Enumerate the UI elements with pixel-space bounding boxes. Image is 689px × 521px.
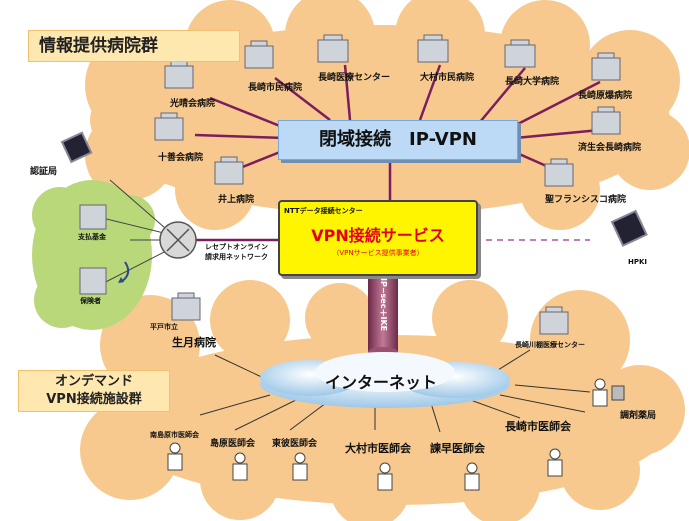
arrow-head-icon — [118, 277, 124, 283]
internet-cloud — [260, 352, 510, 408]
assoc-label-shimabara: 島原医師会 — [210, 439, 256, 449]
payer-fund-label: 支払基金 — [78, 233, 106, 241]
building-icon-iryo — [317, 34, 349, 63]
doctor-icon-shimabara — [232, 452, 248, 481]
router-icon — [159, 221, 197, 259]
receipt-network-label-2: 請求用ネットワーク — [205, 253, 268, 261]
building-icon-francisco — [544, 158, 574, 187]
doctor-icon-omura-assoc — [377, 462, 393, 491]
lower-group-title-line2: VPN接続施設群 — [46, 392, 142, 407]
building-icon-juzen — [154, 112, 184, 141]
payer-blob — [32, 180, 155, 330]
hospital-label-genbaku: 長崎原爆病院 — [578, 91, 633, 101]
lower-group-title: オンデマンド VPN接続施設群 — [18, 370, 170, 412]
building-icon-insurer — [79, 267, 107, 295]
receipt-network-label-1: レセプトオンライン — [205, 243, 268, 251]
building-icon-kawatana — [539, 306, 569, 335]
hospital-label-shimin: 長崎市民病院 — [248, 83, 303, 93]
insurer-label: 保険者 — [80, 297, 101, 305]
doctor-icon-higashisonogi — [292, 452, 308, 481]
hospital-label-iryo: 長崎医療センター — [318, 73, 391, 83]
hospital-label-omura: 大村市民病院 — [420, 73, 475, 83]
assoc-label-omura: 大村市医師会 — [345, 442, 411, 455]
ip-vpn-box: 閉域接続 IP-VPN — [278, 120, 518, 160]
internet-label: インターネット — [325, 373, 438, 392]
service-note: （VPNサービス提供事業者） — [332, 249, 424, 257]
building-icon-omura — [417, 34, 449, 63]
assoc-label-isahaya: 諫早医師会 — [430, 442, 485, 455]
vpn-service-box: NTTデータ接続センター VPN接続サービス （VPNサービス提供事業者） — [278, 200, 478, 276]
upper-group-title: 情報提供病院群 — [28, 30, 240, 62]
building-icon-shimin — [244, 40, 274, 69]
hirado-prefix-label: 平戸市立 — [150, 323, 178, 331]
building-icon-daigaku — [504, 39, 536, 68]
ip-vpn-label: 閉域接続 IP-VPN — [319, 129, 477, 150]
doctor-icon-nagasaki-assoc — [547, 448, 563, 477]
building-icon-kosei — [164, 60, 194, 89]
doctor-icon-minamishimabara — [167, 442, 183, 471]
assoc-label-minamishimabara: 南島原市医師会 — [150, 431, 199, 439]
kawatana-label: 長崎川棚医療センター — [515, 341, 585, 349]
hospital-building-icons — [79, 34, 621, 335]
service-subtitle: NTTデータ接続センター — [284, 207, 363, 215]
hospital-label-juzen: 十善会病院 — [158, 153, 204, 163]
lower-group-title-line1: オンデマンド — [54, 374, 133, 389]
pharmacy-label: 調剤薬局 — [620, 411, 657, 421]
auth-link — [109, 179, 166, 229]
doctor-icon-isahaya — [464, 462, 480, 491]
assoc-label-higashisonogi: 東彼医師会 — [272, 439, 318, 449]
hpki-label: HPKI — [628, 258, 648, 266]
hpki-card-icon — [610, 209, 648, 247]
tunnel-label: IP−sec＋IKE — [379, 278, 388, 332]
building-icon-ikitsuki — [171, 292, 201, 321]
hospital-links — [194, 64, 601, 200]
pharmacist-icon — [592, 378, 625, 407]
hospital-label-inoue: 井上病院 — [218, 195, 255, 205]
service-title: VPN接続サービス — [311, 226, 445, 245]
hospital-label-francisco: 聖フランシスコ病院 — [545, 195, 627, 205]
hospital-label-daigaku: 長崎大学病院 — [505, 77, 560, 87]
building-icon-saiseikai — [591, 106, 621, 135]
clinic-links — [199, 349, 591, 433]
building-icon-payer-fund — [79, 204, 107, 230]
assoc-label-nagasaki: 長崎市医師会 — [505, 420, 571, 433]
hospital-label-kosei: 光晴会病院 — [170, 99, 216, 109]
doctor-icons — [167, 378, 625, 491]
hospital-label-saiseikai: 済生会長崎病院 — [578, 143, 642, 153]
ikitsuki-label: 生月病院 — [172, 336, 216, 349]
auth-label: 認証局 — [30, 167, 58, 177]
auth-card-icon — [60, 131, 93, 164]
building-icon-genbaku — [591, 52, 621, 81]
building-icon-inoue — [214, 156, 244, 185]
